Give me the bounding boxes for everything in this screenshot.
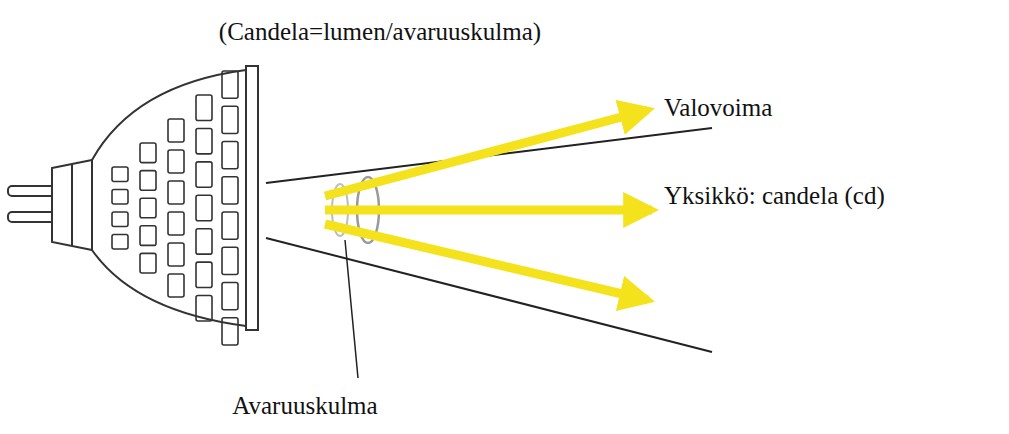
lamp-fin	[112, 190, 128, 205]
lamp-fin	[112, 212, 128, 227]
lamp-reflector	[92, 70, 246, 326]
lamp-fin	[222, 247, 238, 274]
lamp-fin	[222, 212, 238, 239]
lamp-fin	[168, 243, 184, 266]
lamp-fin	[112, 235, 128, 250]
lamp-fin	[168, 181, 184, 204]
lamp-fin	[196, 296, 212, 321]
lamp-fin	[140, 226, 156, 246]
lamp-fin	[222, 177, 238, 204]
light-rays	[325, 110, 652, 300]
lamp-fin	[140, 198, 156, 218]
lamp-fin	[222, 71, 238, 98]
lamp-fin	[222, 318, 238, 345]
lamp-fin	[196, 262, 212, 287]
lamp-pin	[8, 186, 56, 196]
lamp-fin	[112, 167, 128, 182]
lamp-fin	[168, 119, 184, 142]
leader-line	[345, 240, 358, 378]
light-arrow	[325, 110, 648, 196]
lamp-base	[52, 160, 92, 250]
lamp-fin	[168, 150, 184, 173]
lamp-fin	[168, 212, 184, 235]
lamp-fin	[140, 171, 156, 191]
solid-angle-label: Avaruuskulma	[232, 392, 377, 420]
title: (Candela=lumen/avaruuskulma)	[219, 18, 541, 46]
lamp-fin	[196, 95, 212, 120]
lamp-fin	[196, 195, 212, 220]
lamp-fin	[196, 128, 212, 153]
lamp-pin	[8, 212, 56, 222]
lamp-fin	[168, 274, 184, 297]
lamp-fin	[222, 106, 238, 133]
lamp	[8, 66, 258, 345]
light-arrow	[325, 206, 652, 215]
light-arrow	[325, 224, 648, 300]
quantity-label: Valovoima	[664, 94, 772, 122]
quantity-label: Yksikkö: candela (cd)	[664, 182, 885, 210]
lamp-fin	[196, 229, 212, 254]
lamp-fin	[140, 143, 156, 163]
lamp-fin	[222, 283, 238, 310]
lamp-fin	[196, 162, 212, 187]
lamp-rim	[246, 66, 258, 330]
lamp-fin	[140, 253, 156, 273]
lamp-fin	[222, 142, 238, 169]
